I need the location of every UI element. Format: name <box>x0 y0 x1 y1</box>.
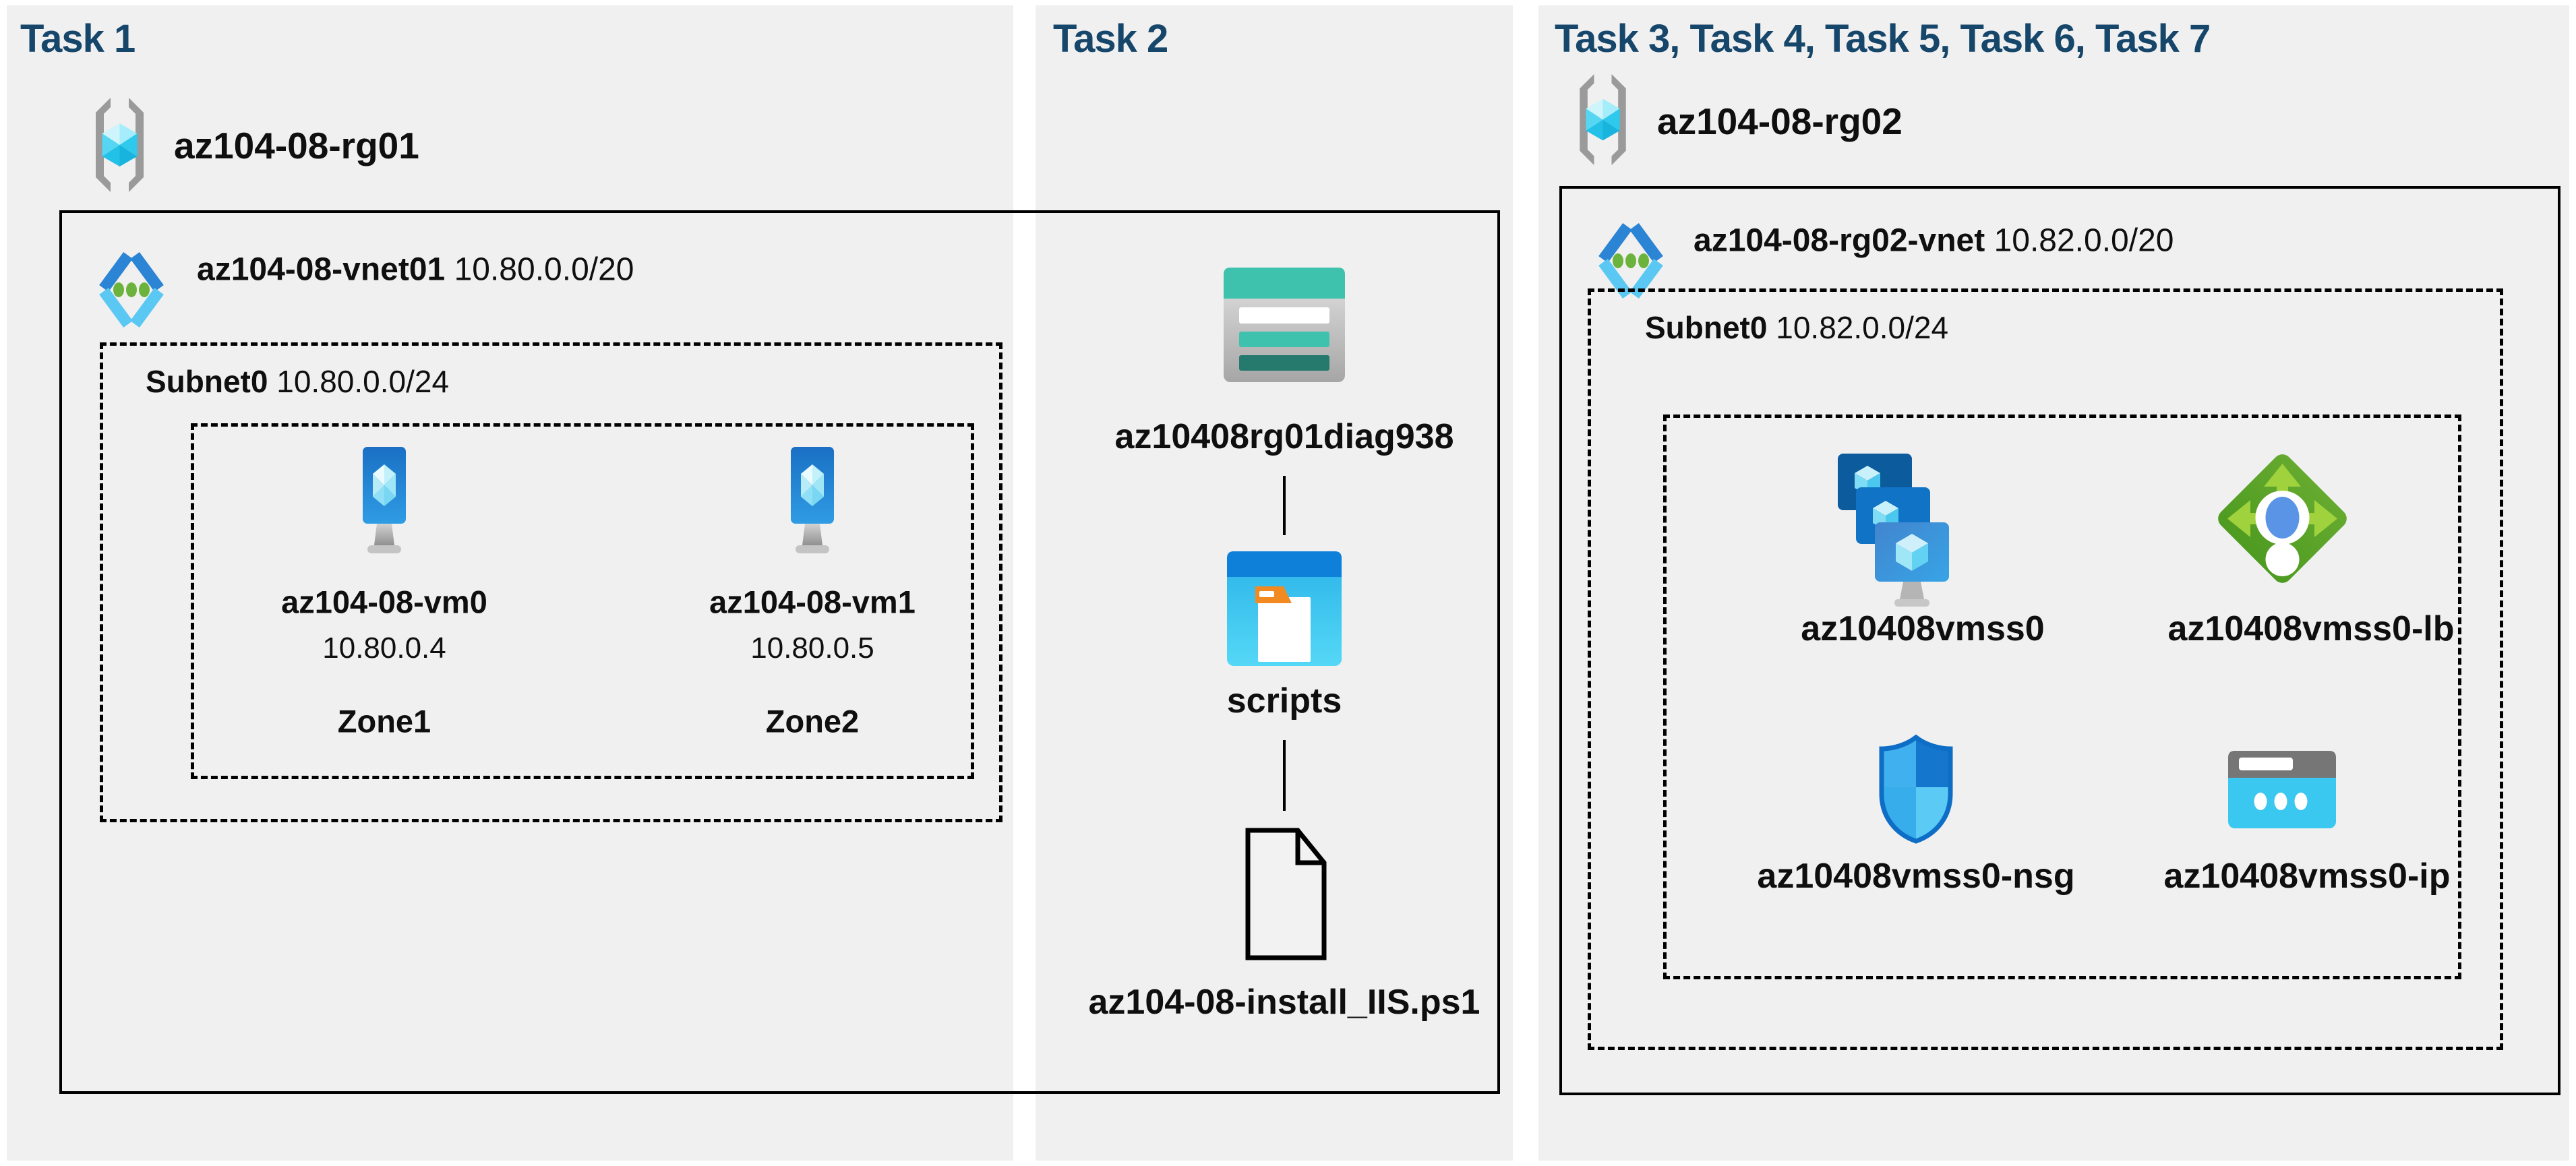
task1-subnet-box <box>100 342 1002 822</box>
connector-storage-to-scripts <box>1283 476 1286 535</box>
task1-vnet-label: az104-08-vnet01 10.80.0.0/20 <box>197 251 634 288</box>
virtual-machine-icon <box>790 447 835 556</box>
storage-account-label: az10408rg01diag938 <box>1114 417 1454 456</box>
task1-panel <box>7 5 1013 1161</box>
vnet-cidr: 10.80.0.0/20 <box>454 251 634 288</box>
script-file-icon <box>1244 828 1328 960</box>
vm-name-label: az104-08-vm0 <box>281 584 487 620</box>
subnet-cidr: 10.82.0.0/24 <box>1776 310 1949 345</box>
subnet-cidr: 10.80.0.0/24 <box>276 364 450 399</box>
subnet-name: Subnet0 <box>146 364 268 399</box>
subnet-name: Subnet0 <box>1645 310 1768 345</box>
vnet-cidr: 10.82.0.0/20 <box>1994 222 2174 259</box>
vm-zone-label: Zone1 <box>337 703 431 739</box>
task1-resource-group-label: az104-08-rg01 <box>174 125 419 166</box>
task3-subnet-label: Subnet0 10.82.0.0/24 <box>1645 309 1948 346</box>
vm-scale-set-icon <box>1838 454 1949 609</box>
task3-subnet-box <box>1588 288 2503 1050</box>
resource-group-icon <box>1571 74 1635 165</box>
task3-resource-group-box <box>1663 415 2461 979</box>
vnet-name: az104-08-vnet01 <box>197 251 446 288</box>
task3-resource-group-label: az104-08-rg02 <box>1657 100 1903 142</box>
network-security-group-label: az10408vmss0-nsg <box>1757 857 2075 896</box>
load-balancer-label: az10408vmss0-lb <box>2167 609 2455 648</box>
task1-heading: Task 1 <box>20 17 136 61</box>
storage-account-icon <box>1224 268 1345 382</box>
blob-container-icon <box>1227 551 1342 666</box>
task3-vnet-label: az104-08-rg02-vnet 10.82.0.0/20 <box>1694 222 2174 259</box>
virtual-network-icon <box>1592 217 1669 305</box>
virtual-network-icon <box>93 246 170 334</box>
task3-heading: Task 3, Task 4, Task 5, Task 6, Task 7 <box>1555 17 2211 61</box>
vmss-label: az10408vmss0 <box>1801 609 2045 648</box>
task2-heading: Task 2 <box>1053 17 1168 61</box>
load-balancer-icon <box>2210 446 2355 591</box>
task3-panel <box>1538 5 2569 1161</box>
vnet-name: az104-08-rg02-vnet <box>1694 222 1985 259</box>
vm-zone-label: Zone2 <box>765 703 860 739</box>
task1-task2-vnet-box <box>59 210 1500 1094</box>
virtual-machine-icon <box>362 447 407 556</box>
public-ip-label: az10408vmss0-ip <box>2163 857 2451 896</box>
task1-vm-group-box <box>191 423 974 779</box>
connector-scripts-to-file <box>1283 740 1286 811</box>
public-ip-icon <box>2228 751 2336 828</box>
scripts-container-label: scripts <box>1226 681 1342 720</box>
network-security-group-icon <box>1875 735 1957 844</box>
resource-group-icon <box>88 98 152 192</box>
vm-name-label: az104-08-vm1 <box>709 584 916 620</box>
task3-vnet-box <box>1559 186 2560 1095</box>
vm-ip-label: 10.80.0.5 <box>750 632 874 665</box>
vm-ip-label: 10.80.0.4 <box>322 632 446 665</box>
script-file-label: az104-08-install_IIS.ps1 <box>1088 983 1480 1022</box>
task1-subnet-label: Subnet0 10.80.0.0/24 <box>146 363 449 400</box>
